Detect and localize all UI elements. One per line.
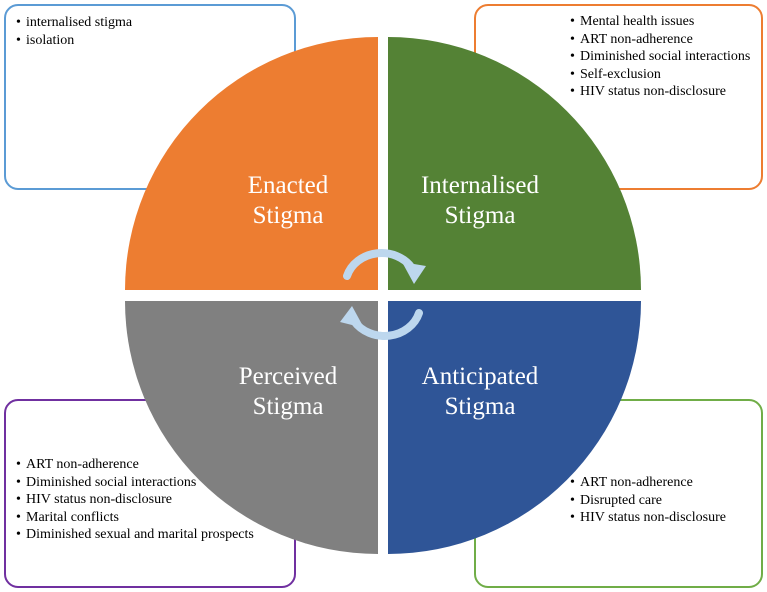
enacted-label-line1: Enacted	[247, 172, 329, 199]
list-item: Self-exclusion	[570, 66, 760, 84]
list-item: Marital conflicts	[16, 509, 256, 527]
anticipated-label-line2: Stigma	[444, 393, 516, 420]
anticipated-outcomes-list: ART non-adherence Disrupted care HIV sta…	[570, 474, 760, 527]
perceived-stigma-label: Perceived Stigma	[208, 362, 368, 422]
anticipated-stigma-label: Anticipated Stigma	[400, 362, 560, 422]
perceived-outcomes-list: ART non-adherence Diminished social inte…	[16, 456, 256, 544]
list-item: Disrupted care	[570, 492, 760, 510]
arrow-head-bottom-icon	[340, 306, 364, 328]
list-item: ART non-adherence	[16, 456, 256, 474]
enacted-outcomes-list: internalised stigma isolation	[16, 14, 286, 49]
list-item: internalised stigma	[16, 14, 286, 32]
perceived-stigma-quadrant	[125, 301, 378, 554]
list-item: HIV status non-disclosure	[570, 83, 760, 101]
enacted-stigma-label: Enacted Stigma	[208, 171, 368, 231]
arrow-head-top-icon	[402, 262, 426, 284]
cycle-arrow-bottom-icon	[350, 309, 423, 340]
list-item: ART non-adherence	[570, 474, 760, 492]
list-item: Mental health issues	[570, 13, 760, 31]
anticipated-stigma-quadrant	[388, 301, 641, 554]
list-item: ART non-adherence	[570, 31, 760, 49]
list-item: HIV status non-disclosure	[16, 491, 256, 509]
perceived-label-line1: Perceived	[238, 363, 338, 390]
internalised-stigma-label: Internalised Stigma	[400, 171, 560, 231]
internalised-outcomes-list: Mental health issues ART non-adherence D…	[570, 13, 760, 101]
enacted-label-line2: Stigma	[252, 202, 324, 229]
cycle-arrow-top-icon	[343, 249, 416, 280]
internalised-stigma-quadrant	[388, 37, 641, 290]
anticipated-label-line1: Anticipated	[421, 363, 539, 390]
cycle-arrows-icon	[340, 249, 426, 340]
perceived-label-line2: Stigma	[252, 393, 324, 420]
list-item: Diminished social interactions	[570, 48, 760, 66]
list-item: Diminished sexual and marital prospects	[16, 526, 256, 544]
list-item: isolation	[16, 32, 286, 50]
list-item: Diminished social interactions	[16, 474, 256, 492]
list-item: HIV status non-disclosure	[570, 509, 760, 527]
internalised-label-line2: Stigma	[444, 202, 516, 229]
internalised-label-line1: Internalised	[420, 172, 539, 199]
enacted-stigma-quadrant	[125, 37, 378, 290]
